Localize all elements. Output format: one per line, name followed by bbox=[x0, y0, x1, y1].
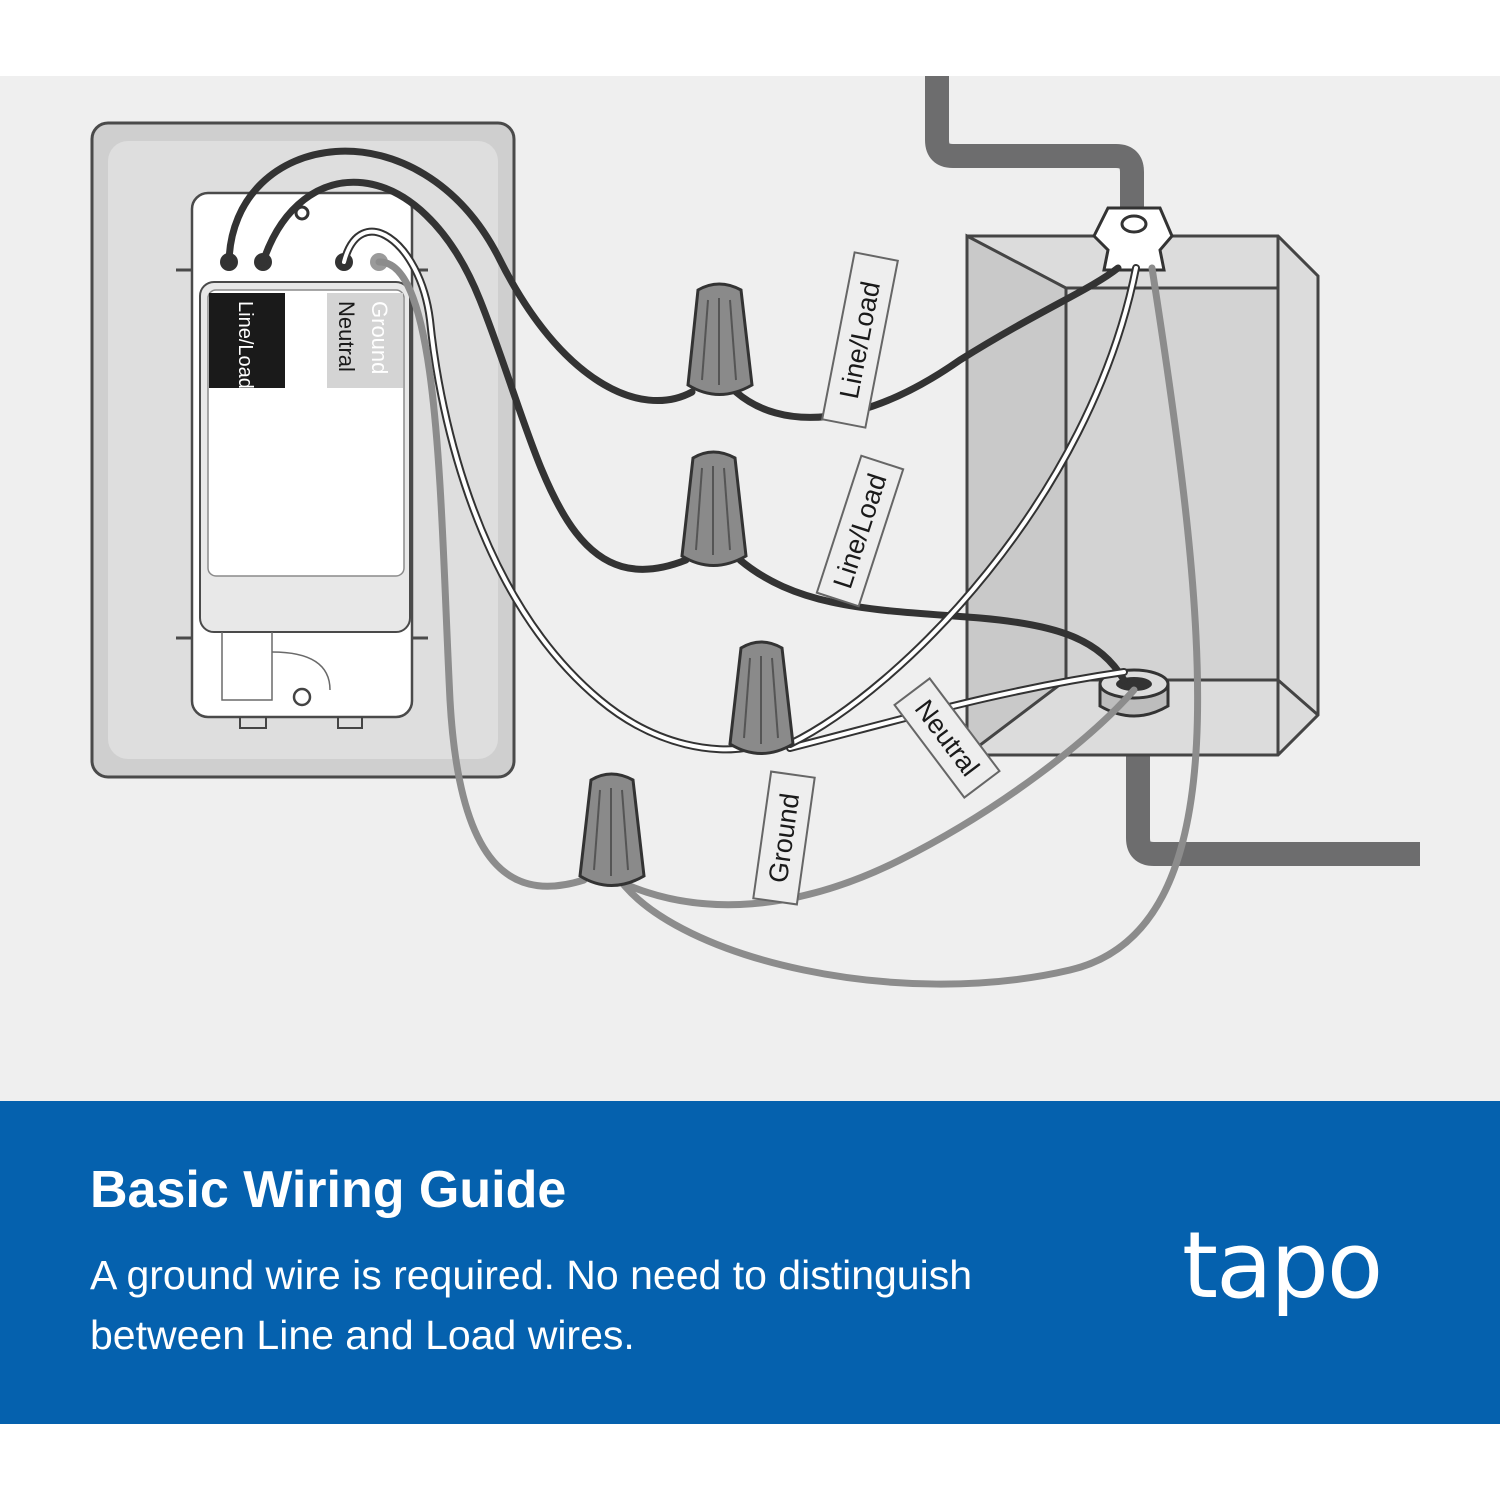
conduit-top bbox=[925, 76, 1144, 215]
device-label-ground: Ground bbox=[367, 301, 392, 374]
footer-description: A ground wire is required. No need to di… bbox=[90, 1252, 973, 1358]
conduit-bottom bbox=[1126, 752, 1420, 866]
wire-nut-neutral bbox=[728, 640, 795, 755]
smart-switch bbox=[176, 191, 428, 729]
device-label-neutral-ground-bg bbox=[327, 293, 403, 388]
hot-wire-device-middle bbox=[259, 178, 690, 573]
device-label-neutral: Neutral bbox=[334, 301, 359, 372]
hot-wires bbox=[225, 147, 1128, 684]
hot-wire-device-top bbox=[225, 147, 696, 404]
wire-nut-line-load-top bbox=[686, 282, 754, 396]
device-label-line-load-bg bbox=[209, 293, 285, 388]
device-label-line-load: Line/Load bbox=[234, 301, 256, 389]
hot-wire-box-top bbox=[732, 264, 1122, 421]
junction-box bbox=[965, 233, 1320, 759]
tapo-logo: tapo bbox=[1182, 1212, 1383, 1319]
footer-banner bbox=[0, 1101, 1500, 1424]
footer-title: Basic Wiring Guide bbox=[90, 1161, 567, 1219]
ground-wire-device bbox=[375, 258, 588, 890]
wire-tag-ground: Ground bbox=[752, 770, 816, 906]
ground-wires bbox=[375, 258, 1202, 988]
cable-clamp bbox=[1092, 206, 1174, 272]
ground-wire-clamp bbox=[616, 264, 1202, 988]
wire-nut-ground bbox=[578, 772, 646, 887]
ground-wire-bushing bbox=[612, 686, 1138, 909]
hot-wire-box-middle bbox=[736, 556, 1128, 684]
wire-nut-line-load-middle bbox=[680, 450, 748, 567]
